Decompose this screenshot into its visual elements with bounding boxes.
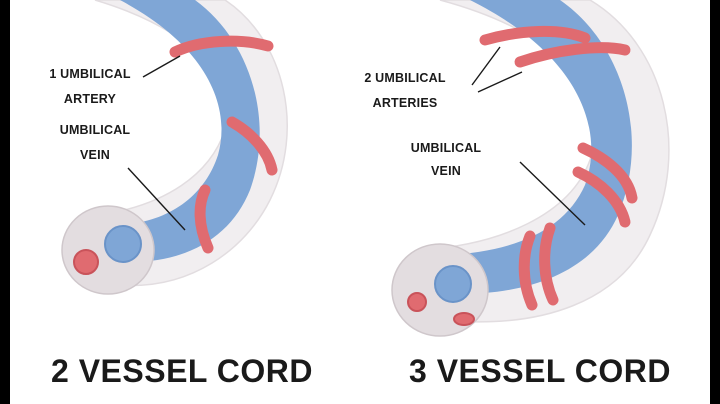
- cross-section-vein: [434, 265, 472, 303]
- artery-leader-line: [142, 55, 181, 78]
- artery-coil-4: [572, 166, 631, 228]
- vein-label-line2: VEIN: [431, 164, 461, 178]
- artery-label-line2: ARTERY: [64, 92, 117, 106]
- vein-label-line1: UMBILICAL: [60, 123, 131, 137]
- vein-leader-line: [127, 167, 186, 231]
- artery-coil-1: [169, 35, 274, 58]
- artery-coil-5: [518, 230, 538, 311]
- vein-label-line2: VEIN: [80, 148, 110, 162]
- panel-2-vessel: 1 UMBILICAL ARTERY UMBILICAL VEIN 2 VESS…: [49, 0, 313, 389]
- artery-coil-3: [194, 184, 214, 254]
- artery-coil-3: [577, 142, 638, 204]
- vein-label-line1: UMBILICAL: [411, 141, 482, 155]
- cross-section-vein: [104, 225, 142, 263]
- cross-section-artery-2: [453, 312, 475, 326]
- artery-coil-2: [514, 42, 631, 68]
- arteries-label-line2: ARTERIES: [373, 96, 438, 110]
- arteries-leader-line-1: [471, 46, 501, 86]
- panel-title: 2 VESSEL CORD: [51, 353, 313, 389]
- umbilical-vein-shape: [120, 0, 260, 262]
- panel-3-vessel: 2 UMBILICAL ARTERIES UMBILICAL VEIN 3 VE…: [364, 0, 671, 389]
- arteries-label-line1: 2 UMBILICAL: [364, 71, 446, 85]
- cross-section-artery-1: [407, 292, 427, 312]
- artery-coil-6: [539, 222, 559, 306]
- artery-label-line1: 1 UMBILICAL: [49, 67, 131, 81]
- arteries-leader-line-2: [477, 71, 523, 93]
- artery-coil-2: [226, 116, 278, 176]
- umbilical-vein-shape: [445, 0, 632, 295]
- artery-coil-1: [479, 25, 591, 46]
- cross-section-artery: [73, 249, 99, 275]
- vein-leader-line: [519, 161, 586, 226]
- panel-title: 3 VESSEL CORD: [409, 353, 671, 389]
